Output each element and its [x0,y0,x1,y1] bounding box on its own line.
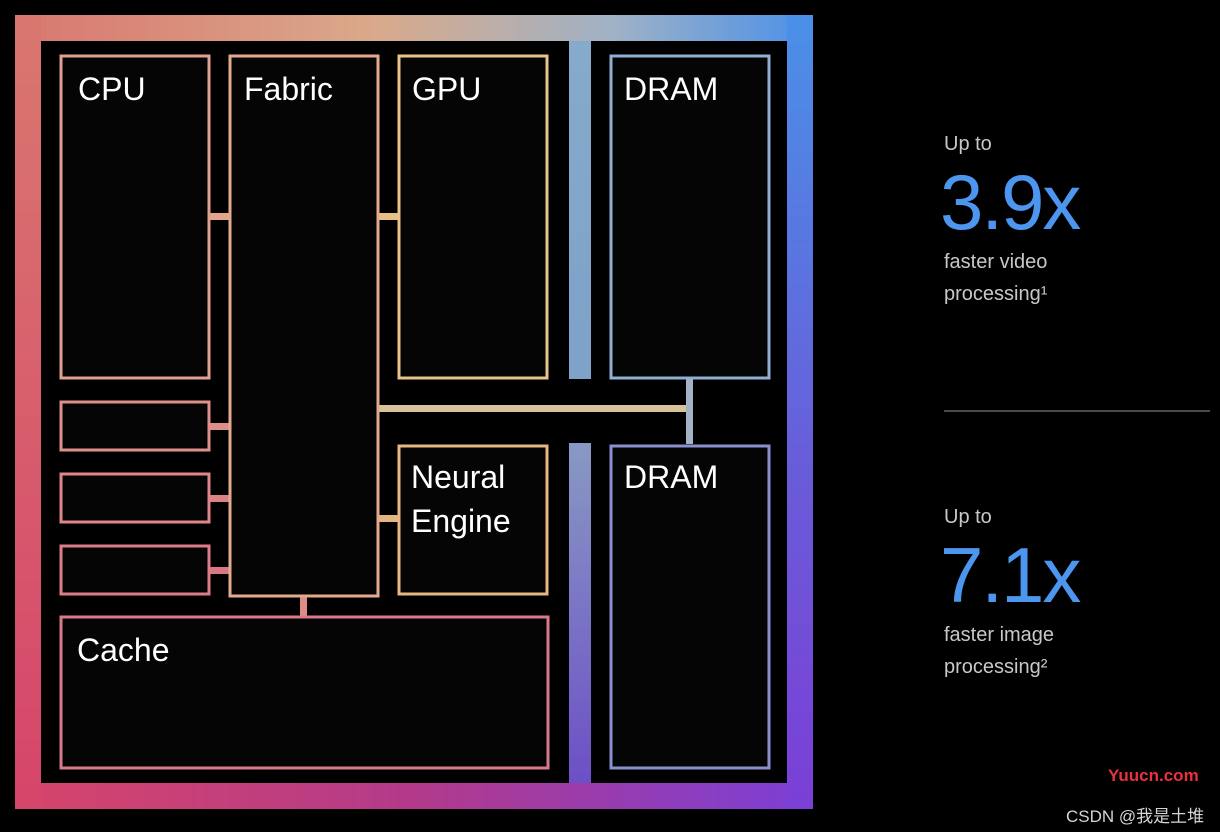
stats-divider [944,410,1210,412]
region-divider [569,41,591,783]
stat-image-value: 7.1x [940,531,1081,619]
interconnect-lines [210,213,693,616]
fabric-label: Fabric [244,71,333,107]
cpu-block [59,54,211,380]
csdn-watermark: CSDN @我是土堆 [1066,807,1205,826]
cpu-label: CPU [78,71,146,107]
neural-engine-label-line1: Neural [411,459,506,495]
small-block-3 [59,544,211,596]
neural-engine-block [397,444,549,596]
dram-top-block [609,54,771,380]
stat-video-prefix: Up to [944,133,992,155]
blocks [59,54,771,770]
neural-engine-label-line2: Engine [411,503,511,539]
stat-image-desc-line2: processing² [944,656,1048,678]
cache-block [59,615,550,770]
dram-top-label: DRAM [624,71,719,107]
dram-bottom-block [609,444,771,770]
stat-video: Up to 3.9x faster video processing¹ [940,128,1204,310]
site-watermark: Yuucn.com [1108,766,1199,785]
stat-image-prefix: Up to [944,506,992,528]
gpu-block [397,54,549,380]
fabric-block [228,54,380,598]
chip-outer-frame [15,15,813,809]
small-block-1 [59,400,211,452]
small-block-2 [59,472,211,524]
dram-bottom-label: DRAM [624,459,719,495]
stat-image-desc-line1: faster image [944,624,1055,646]
gpu-label: GPU [412,71,482,107]
cache-label: Cache [77,632,170,668]
stat-video-value: 3.9x [940,158,1081,246]
stat-image: Up to 7.1x faster image processing² [940,501,1204,683]
stat-video-desc-line2: processing¹ [944,283,1048,305]
stat-video-desc-line1: faster video [944,251,1048,273]
